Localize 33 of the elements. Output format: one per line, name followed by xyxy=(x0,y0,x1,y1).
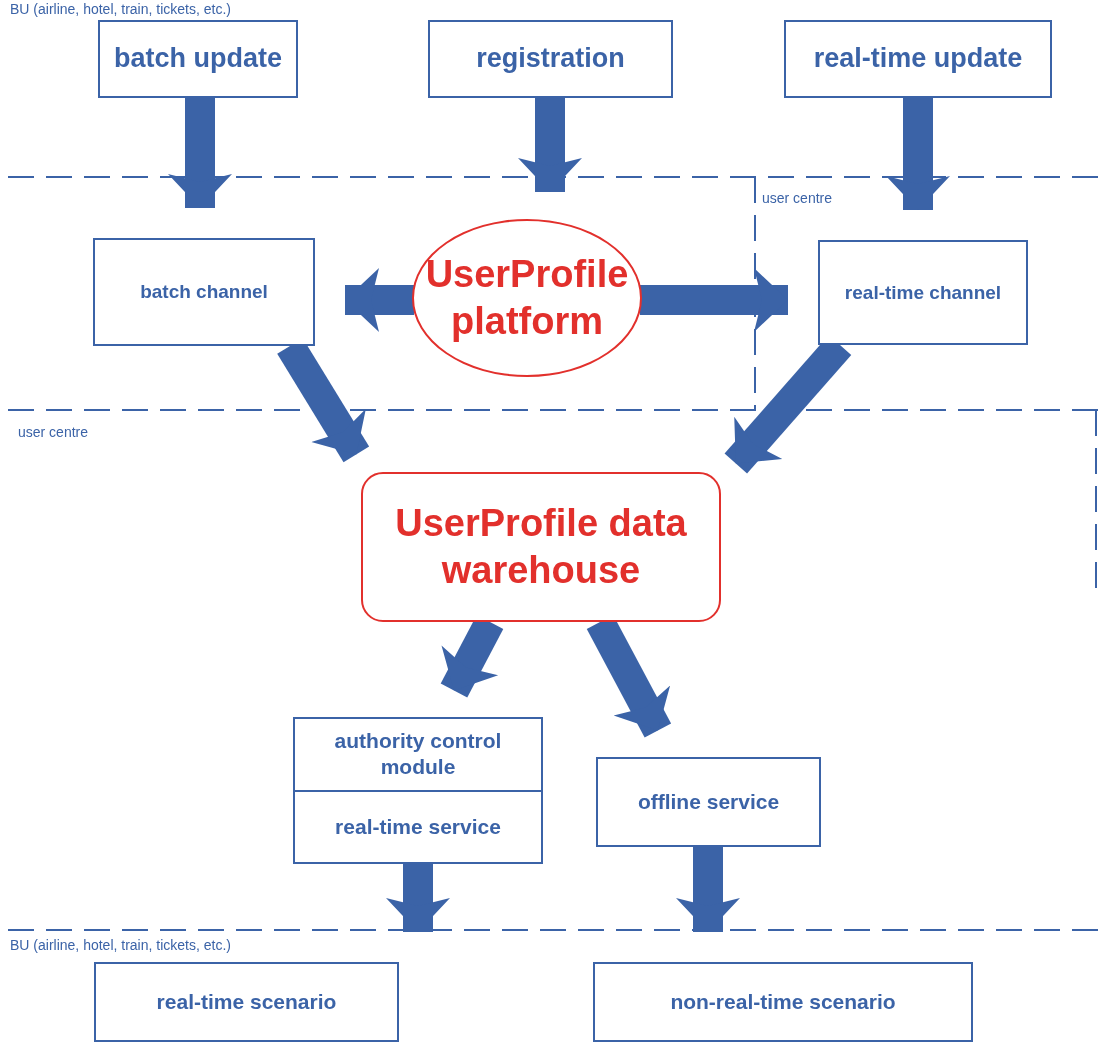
node-label: UserProfile data warehouse xyxy=(394,500,688,593)
block-arrow xyxy=(640,268,788,332)
node-label: registration xyxy=(476,42,625,76)
region-label: user centre xyxy=(18,424,89,440)
node-label: real-time scenario xyxy=(156,988,337,1015)
block-arrow xyxy=(676,847,740,932)
node-label: batch channel xyxy=(140,280,268,304)
warehouse-box xyxy=(361,472,721,622)
node-label: offline service xyxy=(637,788,780,815)
process-box xyxy=(93,238,315,346)
node-label: authority control module xyxy=(333,728,503,781)
region-label: user centre xyxy=(762,190,833,206)
block-arrow xyxy=(345,268,414,332)
node-label: batch update xyxy=(114,42,282,76)
process-box xyxy=(596,757,821,847)
block-arrow xyxy=(518,98,582,192)
block-arrow xyxy=(168,98,232,208)
process-box xyxy=(818,240,1028,345)
node-label: non-real-time scenario xyxy=(670,988,896,1015)
region-label: BU (airline, hotel, train, tickets, etc.) xyxy=(10,937,231,953)
process-box xyxy=(593,962,973,1042)
node-label: UserProfile platform xyxy=(424,251,630,344)
node-label: real-time update xyxy=(813,42,1023,76)
block-arrow xyxy=(886,98,950,210)
node-label: real-time service xyxy=(335,813,501,840)
process-box xyxy=(98,20,298,98)
block-arrow xyxy=(386,864,450,932)
process-box xyxy=(784,20,1052,98)
process-box xyxy=(428,20,673,98)
region-label: BU (airline, hotel, train, tickets, etc.) xyxy=(10,1,231,17)
process-box xyxy=(94,962,399,1042)
module-box xyxy=(293,717,543,864)
node-label: real-time channel xyxy=(844,280,1002,305)
